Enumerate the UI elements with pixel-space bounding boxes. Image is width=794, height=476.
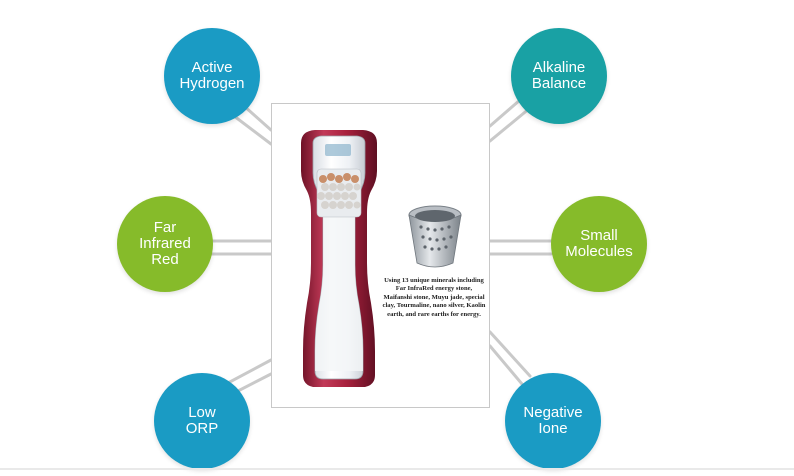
mineral-stones <box>316 168 362 218</box>
feature-label: Small Molecules <box>565 227 633 260</box>
feature-label: Far Infrared Red <box>139 219 191 268</box>
feature-negative-ione: Negative Ione <box>505 373 601 469</box>
filter-cup <box>408 205 462 268</box>
feature-label: Active Hydrogen <box>179 59 245 92</box>
product-illustration <box>301 130 462 387</box>
product-caption: Using 13 unique minerals including Far I… <box>382 277 486 318</box>
connector-alkaline-2 <box>488 98 522 128</box>
feature-label: Negative Ione <box>523 404 583 437</box>
feature-far-infrared-red: Far Infrared Red <box>117 196 213 292</box>
connector-active-hydrogen-2 <box>232 114 273 146</box>
connector-alkaline-1 <box>488 106 532 143</box>
feature-alkaline-balance: Alkaline Balance <box>511 28 607 124</box>
feature-small-molecules: Small Molecules <box>551 196 647 292</box>
connector-low-orp-1 <box>224 358 273 386</box>
bottle <box>301 130 377 387</box>
connector-negative-ione-2 <box>488 344 524 386</box>
connector-active-hydrogen-1 <box>242 104 273 132</box>
feature-label: Low ORP <box>185 404 219 437</box>
bottom-divider <box>0 468 794 470</box>
connector-low-orp-2 <box>234 372 273 394</box>
feature-low-orp: Low ORP <box>154 373 250 469</box>
feature-label: Alkaline Balance <box>531 59 587 92</box>
connector-negative-ione-1 <box>488 330 532 378</box>
feature-active-hydrogen: Active Hydrogen <box>164 28 260 124</box>
